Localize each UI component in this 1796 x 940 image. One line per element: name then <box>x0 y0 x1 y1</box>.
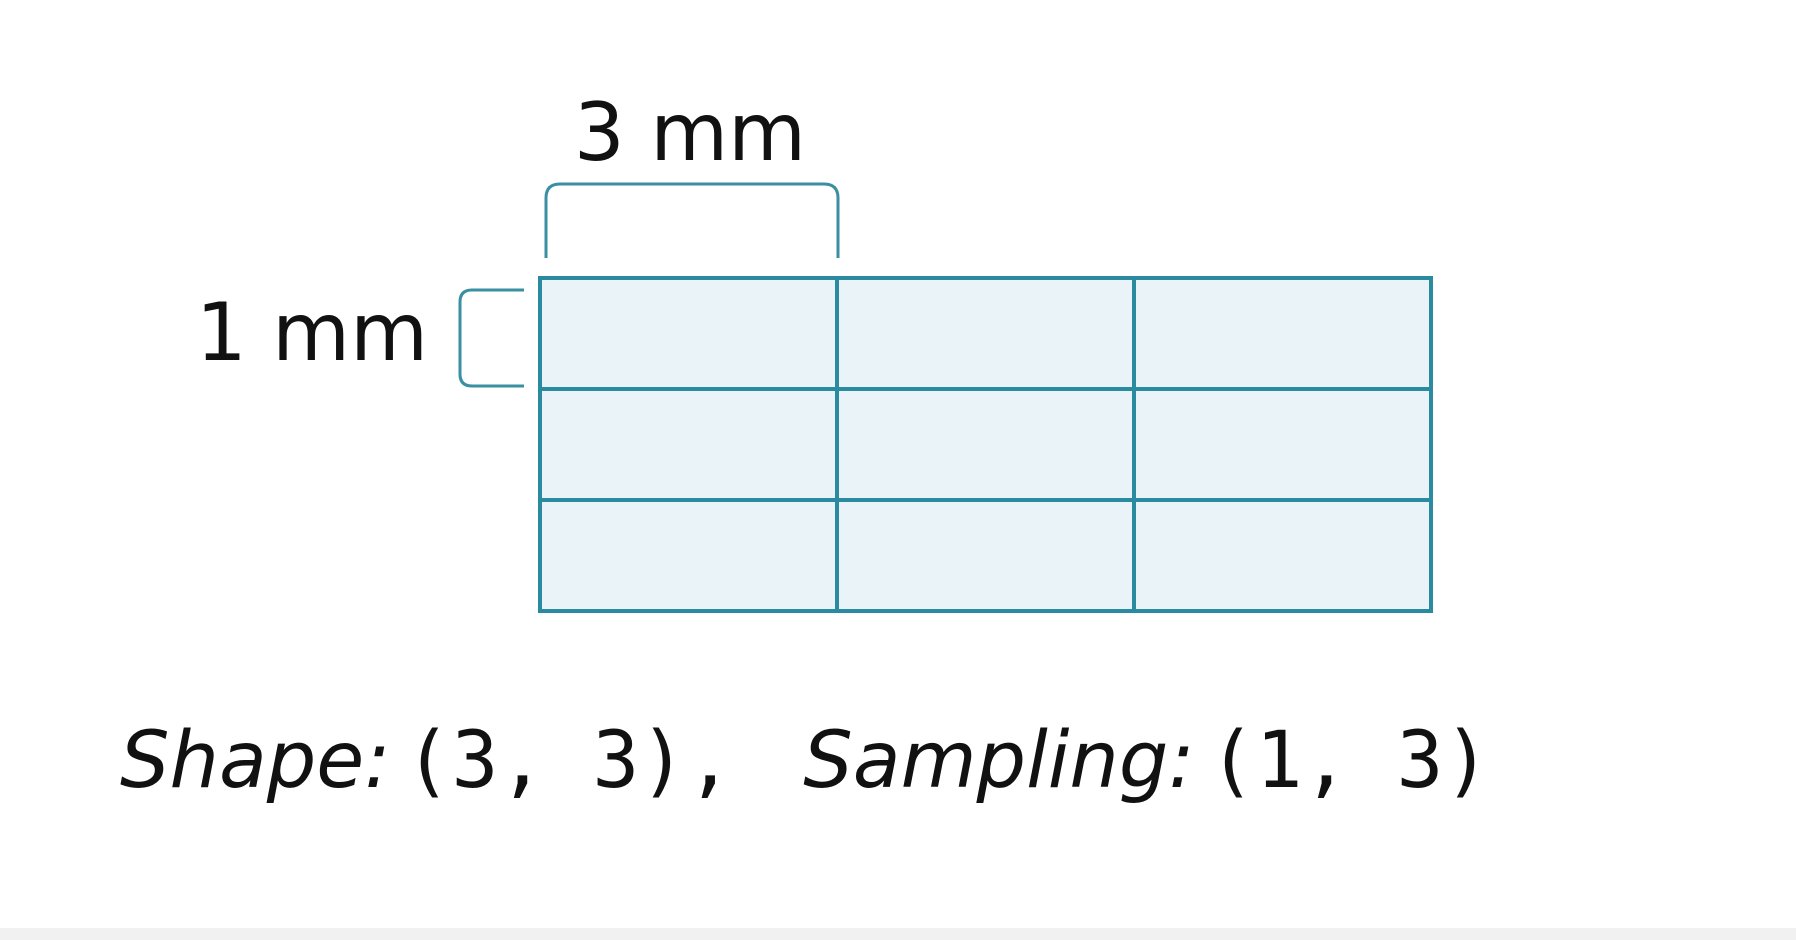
sampling-key: Sampling: <box>803 716 1194 806</box>
width-dimension-label: 3 mm <box>574 86 806 179</box>
height-bracket <box>458 288 524 388</box>
grid-cell-r3-c2 <box>835 498 1136 613</box>
grid-cell-r1-c2 <box>835 276 1136 391</box>
grid-cell-r2-c2 <box>835 387 1136 502</box>
bottom-shade <box>0 928 1796 940</box>
grid-cell-r2-c1 <box>538 387 839 502</box>
caption: Shape:(3, 3), Sampling:(1, 3) <box>120 716 1490 806</box>
height-dimension-label: 1 mm <box>196 286 428 379</box>
grid-cell-r2-c3 <box>1132 387 1433 502</box>
shape-value: (3, 3), <box>405 716 734 806</box>
grid-cell-r1-c3 <box>1132 276 1433 391</box>
pixel-grid <box>538 276 1433 613</box>
caption-line: Shape:(3, 3), Sampling:(1, 3) <box>120 716 1490 806</box>
grid-cell-r3-c1 <box>538 498 839 613</box>
shape-key: Shape: <box>120 716 391 806</box>
sampling-value: (1, 3) <box>1209 716 1491 806</box>
grid-cell-r1-c1 <box>538 276 839 391</box>
width-bracket <box>544 182 840 258</box>
grid-cell-r3-c3 <box>1132 498 1433 613</box>
